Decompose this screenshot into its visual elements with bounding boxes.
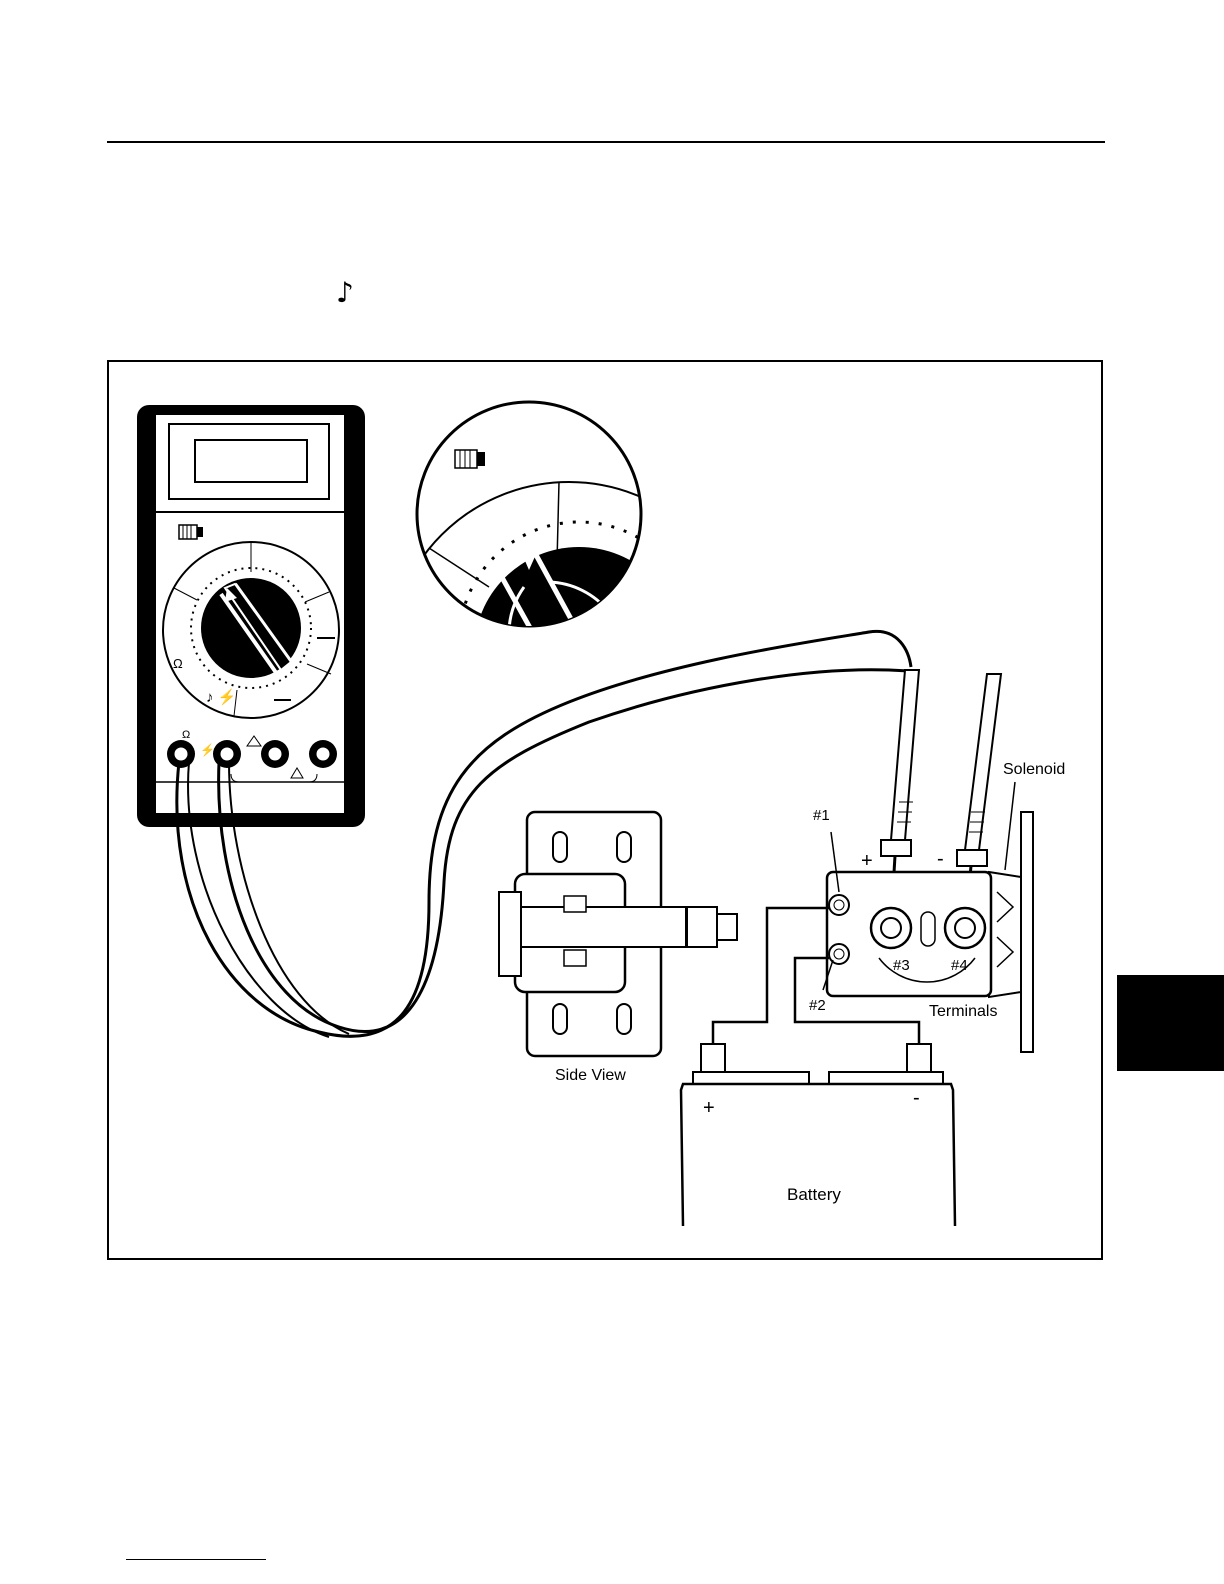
magnifier-battery-icon [455, 450, 485, 468]
terminal-1-label: #1 [813, 807, 830, 824]
footnote-rule [126, 1559, 266, 1560]
terminal-4-label: #4 [951, 957, 968, 974]
battery-plus-label: + [703, 1097, 715, 1119]
terminals-label: Terminals [929, 1003, 997, 1020]
battery-label: Battery [787, 1185, 841, 1204]
battery-icon [179, 525, 203, 539]
figure-drawing: Ω ♪ ⚡ Ω ⚡ [109, 362, 1105, 1262]
continuity-icon: ♪ ⚡ [206, 688, 236, 706]
multimeter-solenoid-figure: Ω ♪ ⚡ Ω ⚡ [107, 360, 1103, 1260]
dial-magnifier [389, 402, 749, 842]
svg-text:⚡: ⚡ [200, 743, 215, 757]
ohm-jack-label: Ω [182, 729, 190, 741]
terminal-2-label: #2 [809, 997, 826, 1014]
ohm-label: Ω [173, 656, 183, 671]
battery-minus-label: - [913, 1087, 920, 1109]
note-icon: ♪ [336, 276, 354, 309]
probe-minus-label: - [937, 848, 944, 870]
multimeter: Ω ♪ ⚡ Ω ⚡ [137, 405, 365, 827]
header-rule [107, 141, 1105, 143]
section-tab [1117, 975, 1224, 1071]
solenoid-label: Solenoid [1003, 761, 1065, 778]
side-view-label: Side View [555, 1067, 626, 1084]
probe-plus-label: + [861, 850, 873, 872]
solenoid-side-view [499, 812, 737, 1056]
terminal-3-label: #3 [893, 957, 910, 974]
range-dial [163, 542, 339, 718]
